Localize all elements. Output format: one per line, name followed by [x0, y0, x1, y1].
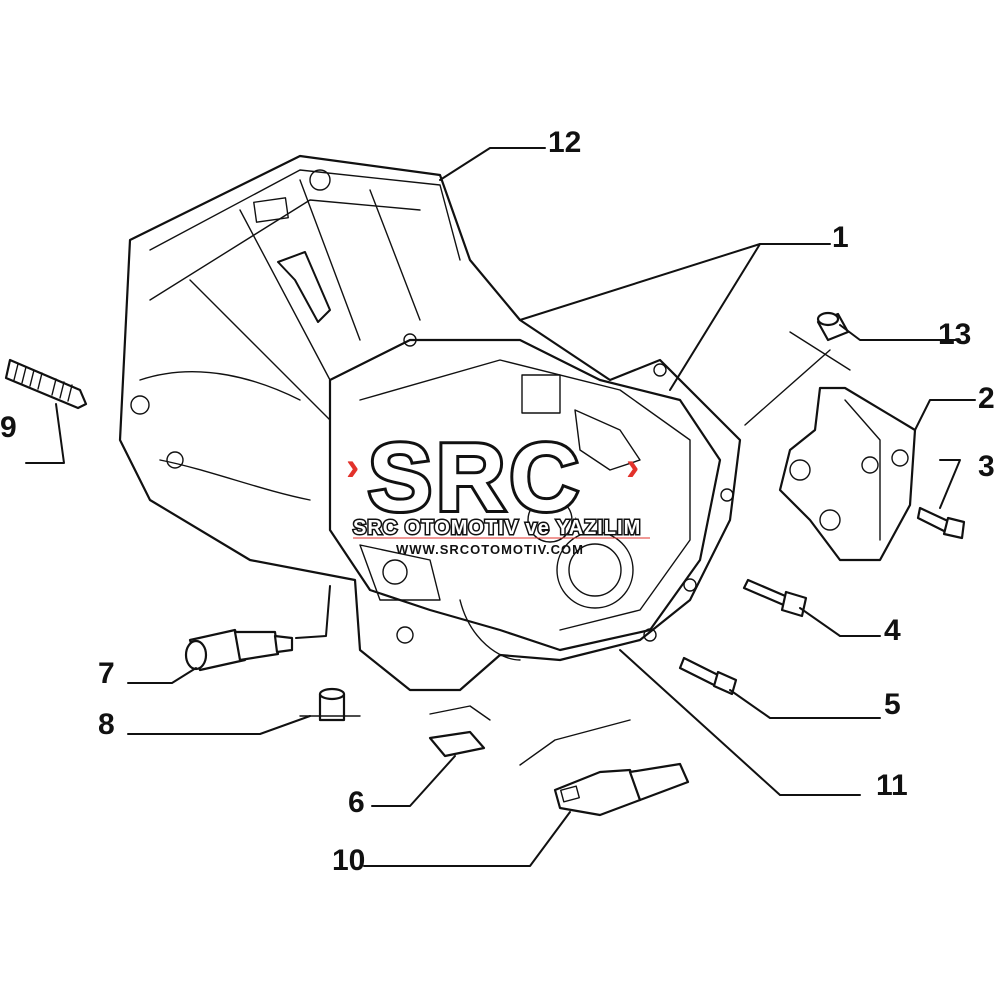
callout-3: 3 [978, 450, 995, 483]
callout-10: 10 [332, 844, 365, 877]
housing-bolt-part [742, 578, 808, 618]
speed-sensor-part [519, 719, 690, 817]
watermark-chevron-left-icon: › [346, 445, 359, 489]
rubber-cap-part [744, 311, 851, 426]
callout-13: 13 [938, 318, 971, 351]
watermark-website: WWW.SRCOTOMOTIV.COM [396, 542, 584, 557]
callout-6: 6 [348, 786, 365, 819]
watermark-logo: SRC [368, 424, 583, 531]
watermark: › SRC › SRC OTOMOTIV ve YAZILIM WWW.SRCO… [346, 421, 650, 557]
callout-5: 5 [884, 688, 901, 721]
stud-part [4, 358, 88, 410]
callout-12: 12 [548, 126, 581, 159]
watermark-chevron-right-icon: › [626, 445, 639, 489]
watermark-company: SRC OTOMOTIV ve YAZILIM [353, 517, 641, 539]
callout-2: 2 [978, 382, 995, 415]
cover-plate-part [428, 705, 491, 758]
bracket-bolt-part [916, 506, 966, 540]
callout-1: 1 [832, 221, 849, 254]
clutch-housing-drawing [118, 154, 742, 692]
callout-9: 9 [0, 411, 17, 444]
callout-8: 8 [98, 708, 115, 741]
reverse-light-switch-part [184, 628, 294, 672]
callout-11: 11 [876, 769, 908, 802]
support-bracket-part [778, 386, 917, 562]
callout-7: 7 [98, 657, 115, 690]
callout-4: 4 [884, 614, 901, 647]
stud-bolt-part [678, 656, 738, 696]
dowel-pin-part [299, 687, 361, 722]
leader-lines [25, 147, 976, 867]
